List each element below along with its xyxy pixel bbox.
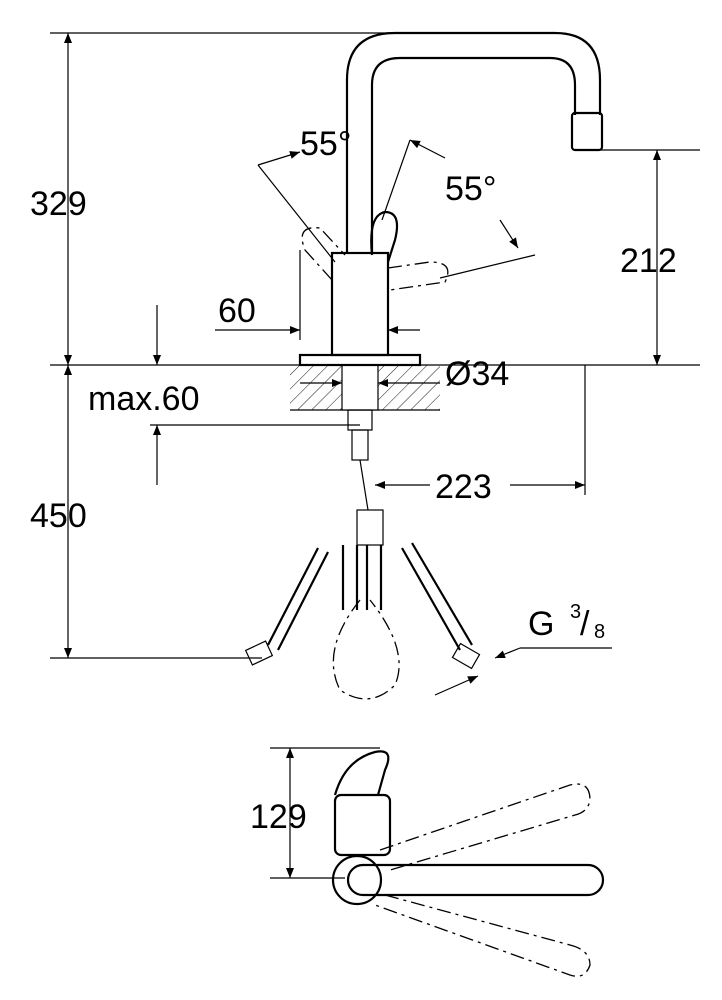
dim-lever-angle-left: 55° bbox=[300, 125, 351, 163]
dim-reach: 223 bbox=[435, 468, 492, 506]
dim-bore-diameter: Ø34 bbox=[445, 355, 509, 393]
thread-size-label: G 3 / 8 bbox=[528, 601, 605, 643]
dim-body-width: 60 bbox=[218, 292, 256, 330]
thread-denominator: 8 bbox=[594, 621, 605, 643]
dim-top-view-height: 129 bbox=[250, 798, 307, 836]
thread-prefix: G bbox=[528, 605, 554, 643]
dim-spout-height: 212 bbox=[620, 242, 677, 280]
dim-total-height: 329 bbox=[30, 185, 87, 223]
dim-lever-angle-right: 55° bbox=[445, 170, 496, 208]
dim-max-thickness: max.60 bbox=[88, 380, 200, 418]
thread-numerator: 3 bbox=[570, 601, 581, 623]
thread-slash: / bbox=[580, 605, 590, 643]
countertop-section bbox=[290, 364, 440, 411]
faucet-top-view bbox=[270, 747, 605, 977]
dimension-lines bbox=[64, 33, 661, 696]
reference-lines bbox=[50, 32, 700, 659]
dim-hose-length: 450 bbox=[30, 497, 87, 535]
faucet-side-view bbox=[244, 31, 604, 700]
